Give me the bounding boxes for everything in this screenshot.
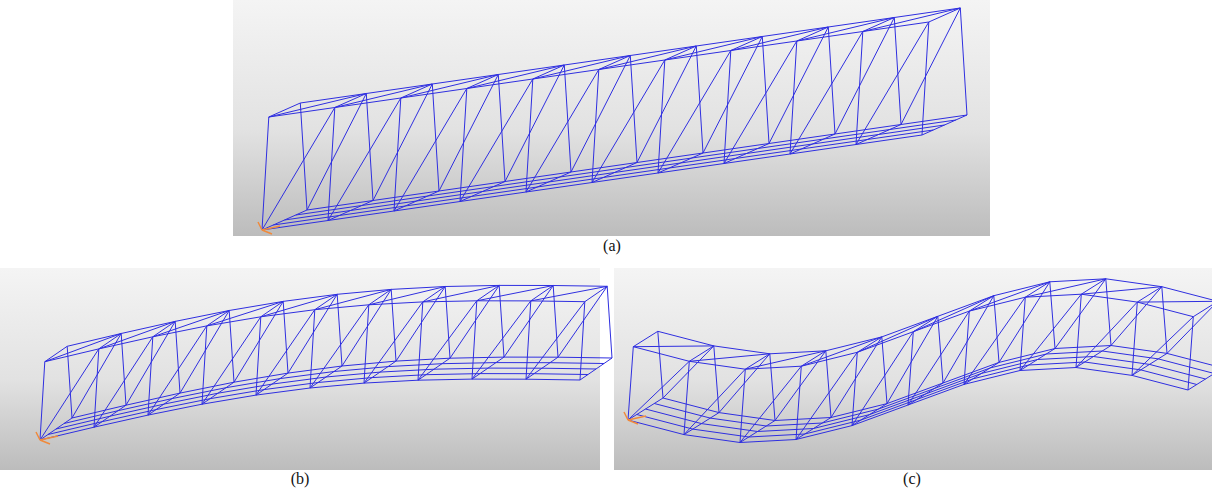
truss-wireframe — [40, 285, 612, 440]
axis-marker — [36, 432, 58, 444]
panel-background — [614, 268, 1212, 470]
panel-label: (a) — [603, 237, 621, 255]
truss-wireframe — [628, 279, 1212, 443]
panel-label: (b) — [291, 470, 310, 488]
panel-background — [233, 0, 990, 236]
axis-marker — [624, 412, 646, 424]
truss-wireframe — [262, 8, 967, 230]
axis-marker — [258, 222, 280, 234]
panel-background — [0, 268, 600, 470]
panel-label: (c) — [903, 470, 921, 488]
